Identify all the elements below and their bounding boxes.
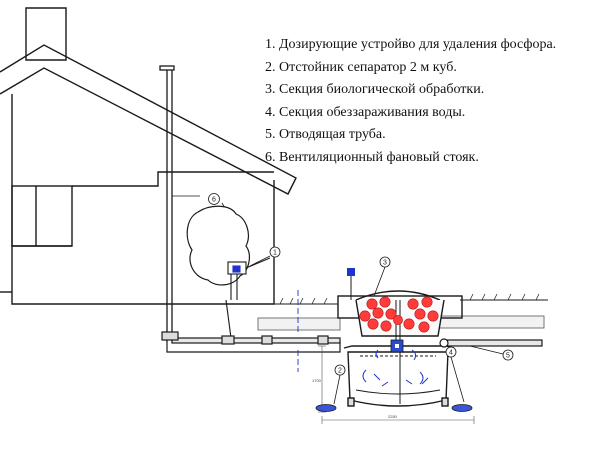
vent-cap	[159, 65, 175, 71]
callout-2-label: 2	[338, 368, 342, 375]
dimension-height-label: 1700	[312, 378, 322, 383]
outlet-pipe	[439, 338, 543, 348]
callout-3-label: 3	[383, 260, 387, 267]
marker-post	[347, 268, 355, 300]
window-recess	[72, 171, 274, 187]
callout-2	[333, 364, 346, 405]
flow-arrows	[362, 349, 429, 387]
chimney	[25, 7, 67, 61]
bacteria-clusters	[359, 296, 439, 333]
callout-1-label: 1	[273, 250, 277, 257]
legend-item-1: 1. Дозирующие устройво для удаления фосф…	[265, 37, 557, 52]
callout-labels: 1 2 3 4 5 6	[212, 197, 510, 375]
aerator-pump	[390, 339, 404, 353]
legend-item-4: 4. Секция обеззараживания воды.	[265, 104, 466, 120]
callout-3	[373, 256, 391, 297]
callout-5-label: 5	[506, 353, 510, 360]
house	[0, 7, 297, 305]
dimension-lines	[318, 345, 475, 424]
callouts	[208, 193, 514, 405]
legend-item-5: 5. Отводящая труба.	[265, 127, 386, 143]
inlet-pipe	[161, 331, 341, 353]
dimension-width-label: 2250	[388, 414, 398, 419]
callout-1	[249, 246, 281, 267]
legend-item-2: 2. Отстойник сепаратор 2 м куб.	[265, 59, 457, 75]
tank-anchors	[315, 404, 473, 412]
roof	[0, 44, 297, 195]
callout-6	[208, 193, 220, 205]
grass-hatch	[279, 293, 540, 305]
callout-5	[469, 345, 514, 361]
callout-4	[445, 346, 465, 403]
callout-4-label: 4	[449, 350, 453, 357]
legend-item-6: 6. Вентиляционный фановый стояк.	[265, 149, 479, 165]
legend: 1. Дозирующие устройво для удаления фосф…	[265, 34, 595, 170]
ventilation-stack	[159, 65, 175, 342]
dosing-device	[225, 257, 271, 339]
callout-6-label: 6	[212, 197, 216, 204]
window-frame	[11, 185, 73, 247]
ground-line	[274, 299, 548, 305]
legend-item-3: 3. Секция биологической обработки.	[265, 82, 485, 98]
